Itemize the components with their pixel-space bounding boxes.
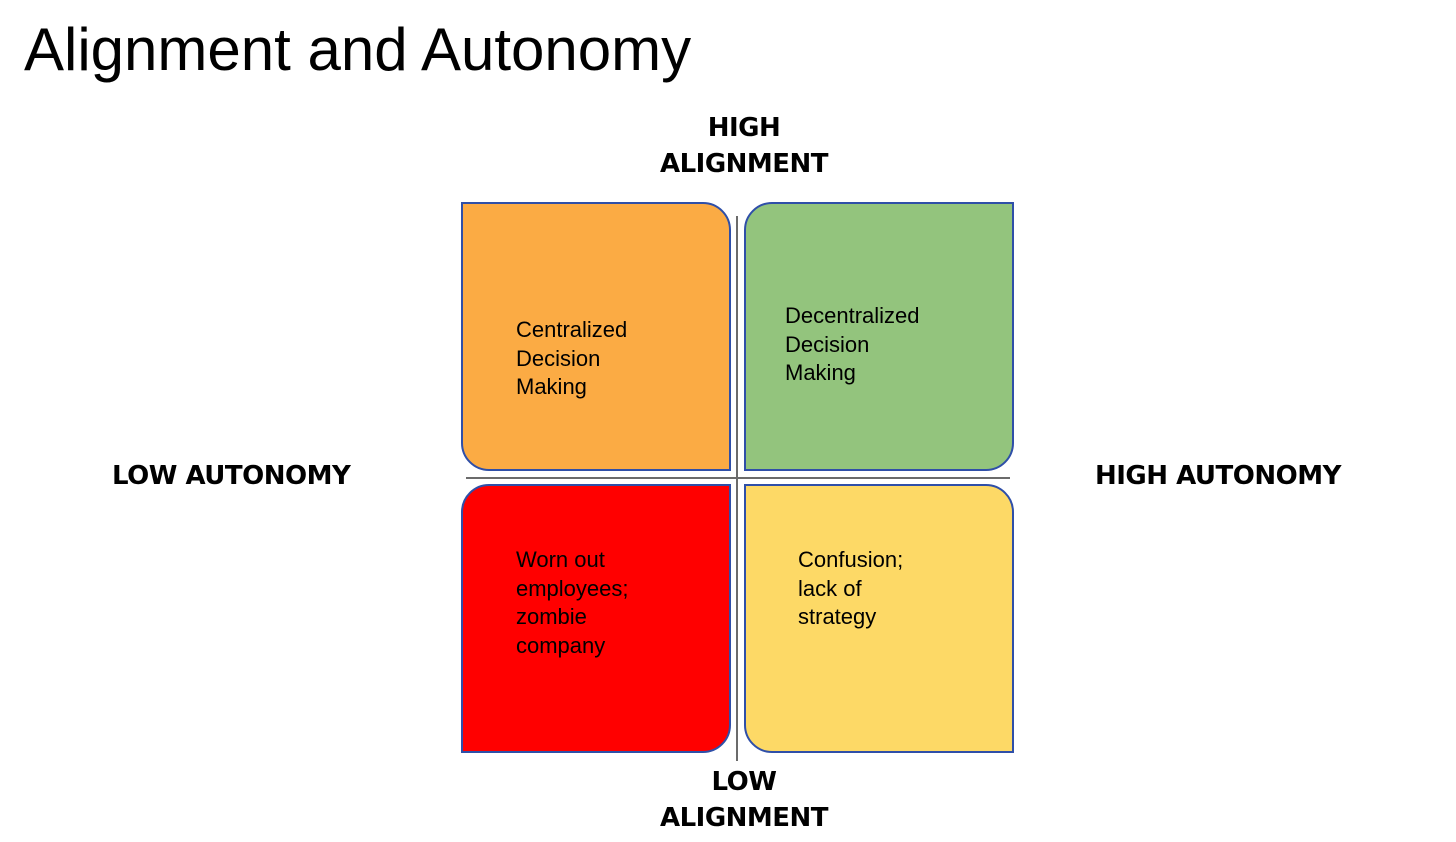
quadrant-worn-out-employees: Worn out employees; zombie company [461,484,731,753]
quadrant-centralized-decision-making-text: Centralized Decision Making [516,317,628,399]
quadrant-confusion-lack-of-strategy: Confusion; lack of strategy [744,484,1014,753]
axis-label-high-autonomy: HIGH AUTONOMY [1095,461,1341,491]
quadrant-worn-out-employees-text: Worn out employees; zombie company [516,547,629,658]
quadrant-decentralized-decision-making: Decentralized Decision Making [744,202,1014,471]
quadrant-confusion-lack-of-strategy-text: Confusion; lack of strategy [798,547,904,629]
quadrant-centralized-decision-making: Centralized Decision Making [461,202,731,471]
quadrant-decentralized-decision-making-text: Decentralized Decision Making [785,303,920,385]
page-title: Alignment and Autonomy [24,16,692,83]
horizontal-axis-line [466,477,1010,479]
axis-label-high-alignment-line1: HIGH [707,113,781,143]
axis-label-low-alignment: LOW ALIGNMENT [640,764,848,836]
axis-label-low-alignment-line1: LOW [711,767,777,797]
axis-label-high-alignment-line2: ALIGNMENT [659,149,829,179]
axis-label-low-alignment-line2: ALIGNMENT [659,803,829,833]
axis-label-high-alignment: HIGH ALIGNMENT [640,110,848,182]
vertical-axis-line [736,216,738,761]
axis-label-low-autonomy: LOW AUTONOMY [112,461,351,491]
